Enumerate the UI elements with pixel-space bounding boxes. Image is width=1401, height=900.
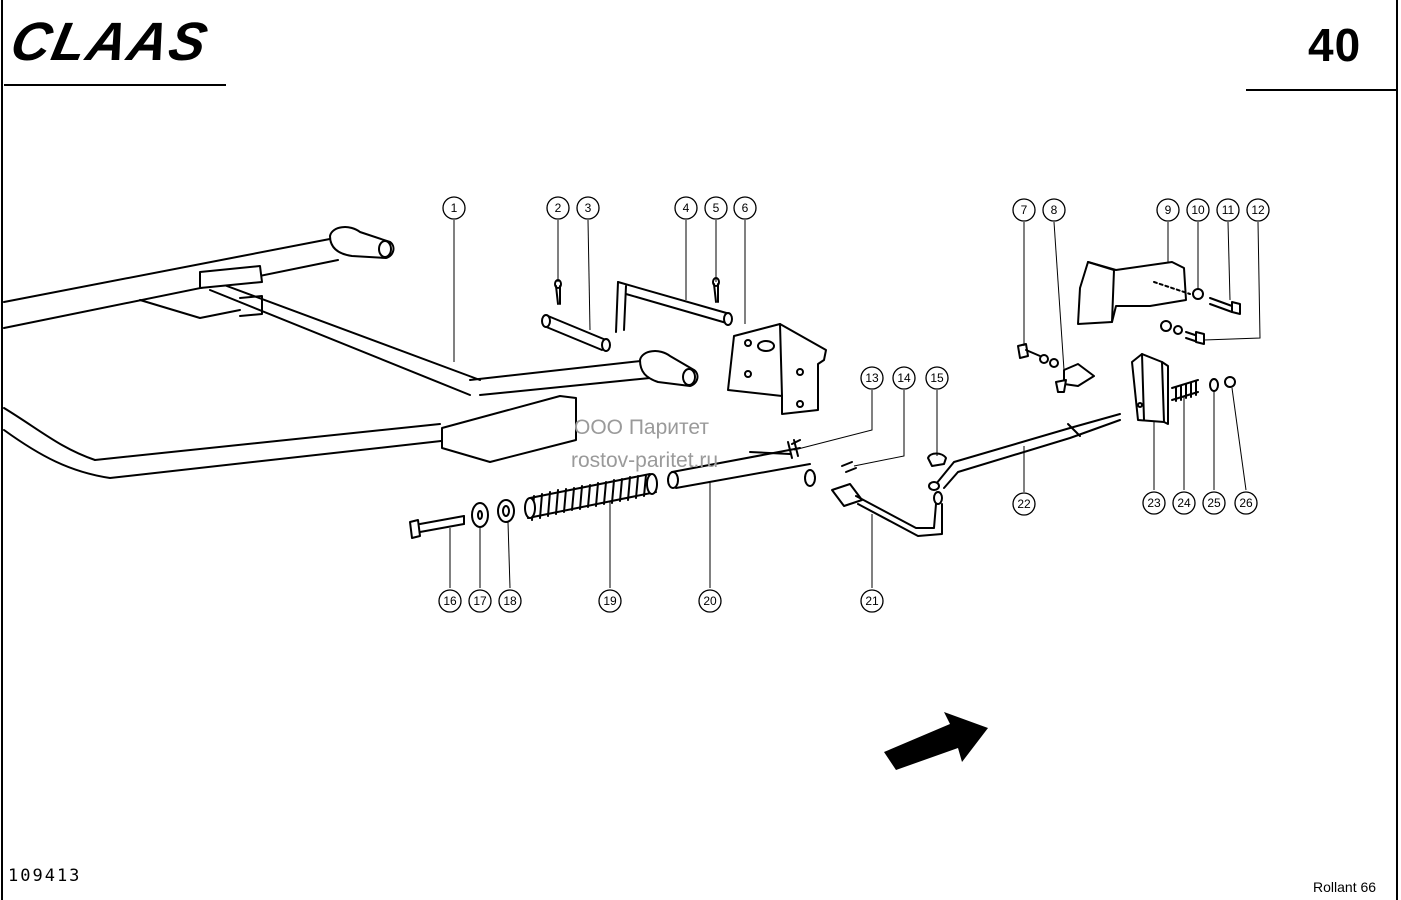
- bracket-part-6: [727, 323, 827, 415]
- header-rule-left: [4, 84, 226, 86]
- callout-11-label: 11: [1222, 203, 1235, 217]
- callout-20: 20: [698, 589, 722, 613]
- callout-8: 8: [1042, 198, 1066, 222]
- callout-19: 19: [598, 589, 622, 613]
- callout-15-label: 15: [930, 371, 944, 385]
- callout-3-label: 3: [585, 201, 592, 215]
- rod-part-21: [831, 483, 943, 537]
- model-name: Rollant 66: [1313, 879, 1377, 895]
- watermark-company: ООО Паритет: [574, 416, 710, 439]
- callout-8-label: 8: [1051, 203, 1058, 217]
- callout-14: 14: [892, 366, 916, 390]
- callout-18: 18: [498, 589, 522, 613]
- bolt-part-11: [1209, 297, 1241, 315]
- callout-6: 6: [733, 196, 757, 220]
- spring-part-24: [1171, 379, 1199, 402]
- callout-21-label: 21: [865, 594, 879, 608]
- callout-24-label: 24: [1177, 496, 1191, 510]
- callout-26: 26: [1234, 491, 1258, 515]
- callout-5: 5: [704, 196, 728, 220]
- bracket-part-23: [1131, 353, 1169, 425]
- callout-20-label: 20: [703, 594, 717, 608]
- washer-part-18: [497, 499, 515, 523]
- frame-left-border: [1, 0, 3, 900]
- shaft-part-20: [667, 439, 816, 489]
- split-pin-part-2: [554, 279, 562, 305]
- callout-6-label: 6: [742, 201, 749, 215]
- drawing-number: 109413: [8, 866, 82, 886]
- washer-part-17: [471, 502, 489, 528]
- callout-23-label: 23: [1147, 496, 1161, 510]
- rod-part-22: [928, 413, 1121, 491]
- callout-22: 22: [1012, 492, 1036, 516]
- callout-16-label: 16: [443, 594, 457, 608]
- bolt-part-7: [1017, 343, 1041, 359]
- callout-16: 16: [438, 589, 462, 613]
- callout-13-label: 13: [865, 371, 879, 385]
- callout-25-label: 25: [1207, 496, 1221, 510]
- callout-10: 10: [1186, 198, 1210, 222]
- nut-part-26: [1224, 376, 1236, 388]
- callout-9-label: 9: [1165, 203, 1172, 217]
- callout-7-label: 7: [1021, 203, 1028, 217]
- callout-23: 23: [1142, 491, 1166, 515]
- callout-1: 1: [442, 196, 466, 220]
- callout-17: 17: [468, 589, 492, 613]
- callout-15: 15: [925, 366, 949, 390]
- claas-logo: CLAAS: [10, 14, 214, 70]
- frame-drawbar-part: [3, 226, 699, 479]
- callout-leaders: [449, 219, 1261, 589]
- callout-25: 25: [1202, 491, 1226, 515]
- callout-24: 24: [1172, 491, 1196, 515]
- callout-19-label: 19: [603, 594, 617, 608]
- callout-11: 11: [1216, 198, 1240, 222]
- cover-part-9: [1077, 261, 1191, 325]
- spring-part-19: [524, 473, 658, 521]
- callout-18-label: 18: [503, 594, 517, 608]
- callout-13: 13: [860, 366, 884, 390]
- bolt-part-12: [1160, 320, 1205, 345]
- callout-3: 3: [576, 196, 600, 220]
- travel-direction-arrow-icon: [884, 712, 988, 770]
- callout-26-label: 26: [1239, 496, 1253, 510]
- bent-pin-part-4: [615, 281, 733, 333]
- brand-wordmark: CLAAS: [10, 14, 214, 70]
- header-rule-right: [1246, 89, 1396, 91]
- callout-4-label: 4: [683, 201, 690, 215]
- callout-5-label: 5: [713, 201, 720, 215]
- pin-part-14: [841, 461, 857, 473]
- callout-12: 12: [1246, 198, 1270, 222]
- nut-part-10: [1192, 288, 1204, 300]
- callout-2-label: 2: [555, 201, 562, 215]
- callout-22-label: 22: [1017, 497, 1031, 511]
- callout-14-label: 14: [897, 371, 911, 385]
- page-number: 40: [1308, 19, 1362, 71]
- callout-9: 9: [1156, 198, 1180, 222]
- fitting-part-8: [1039, 354, 1095, 393]
- callout-1-label: 1: [451, 201, 458, 215]
- washer-part-25: [1209, 378, 1219, 392]
- clip-part-15: [927, 452, 947, 467]
- callout-17-label: 17: [473, 594, 487, 608]
- bolt-part-16: [409, 515, 465, 539]
- callout-21: 21: [860, 589, 884, 613]
- callout-7: 7: [1012, 198, 1036, 222]
- callout-4: 4: [674, 196, 698, 220]
- callout-12-label: 12: [1251, 203, 1265, 217]
- frame-right-border: [1396, 0, 1398, 900]
- callout-2: 2: [546, 196, 570, 220]
- callout-10-label: 10: [1191, 203, 1205, 217]
- watermark-website: rostov-paritet.ru: [571, 449, 719, 472]
- split-pin-part-13: [787, 439, 799, 459]
- pin-part-3: [541, 314, 611, 352]
- callout-circles: 1 2 3 4 5 6 7 8 9 10 11 12 13 14 15 16 1…: [438, 196, 1270, 613]
